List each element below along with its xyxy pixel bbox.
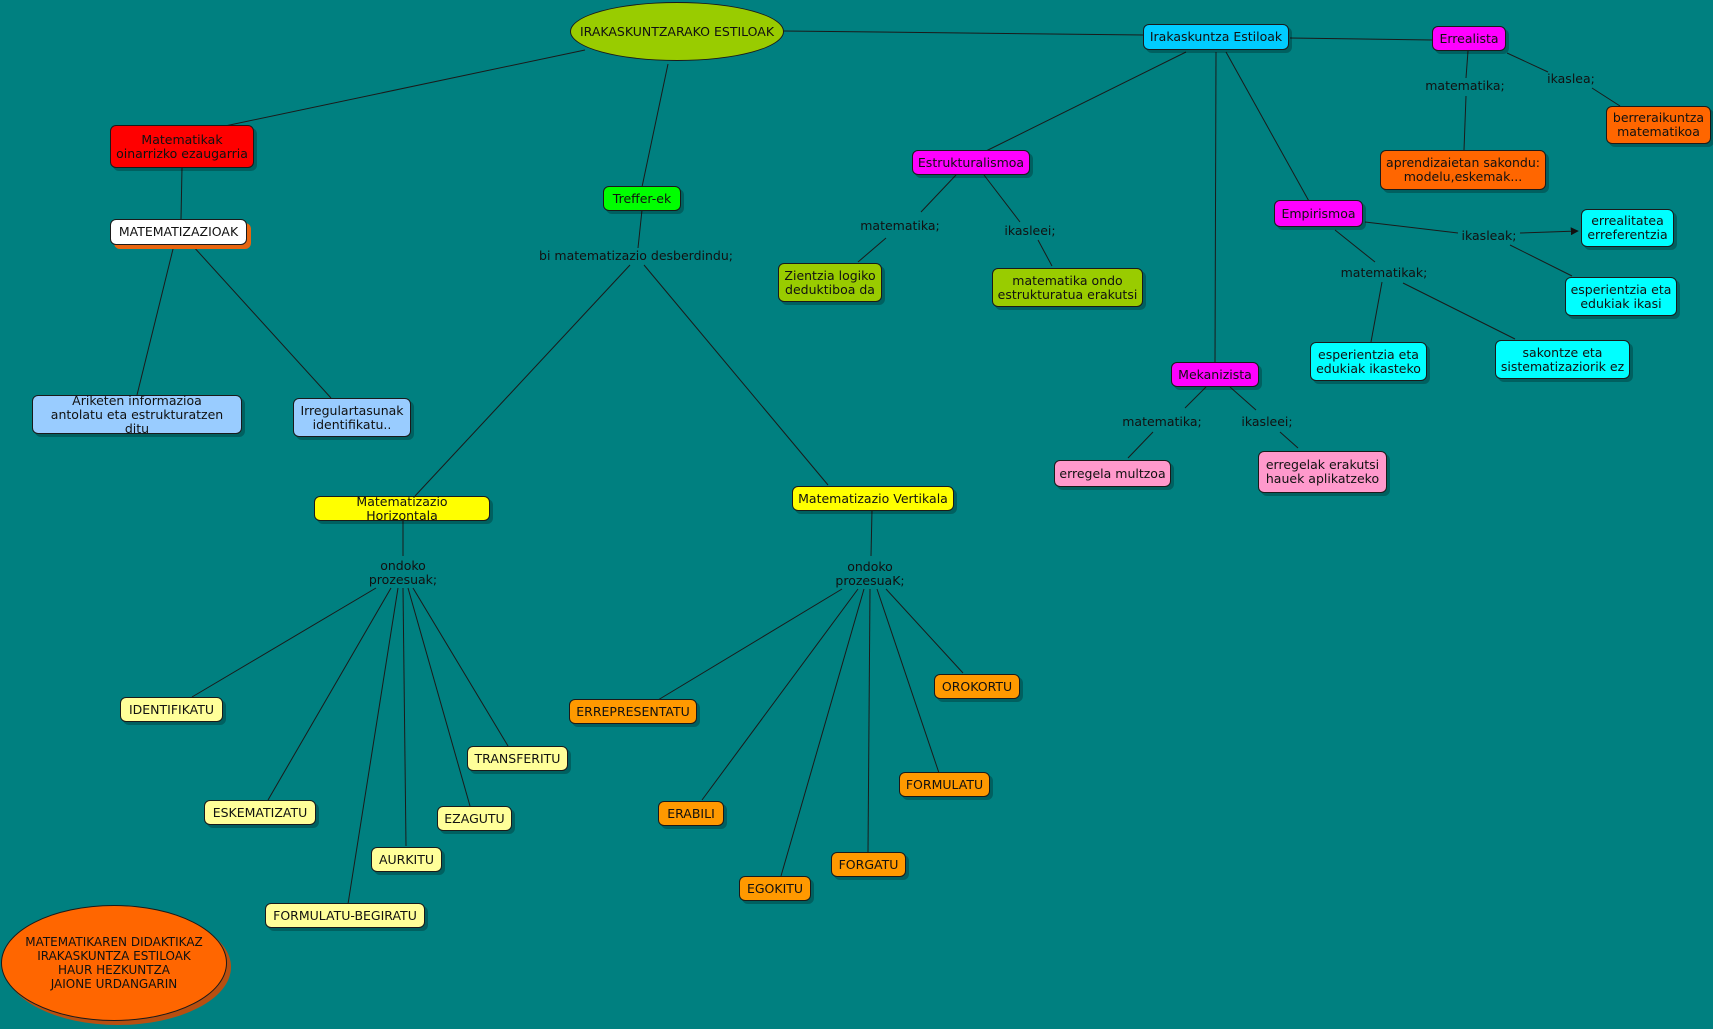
eskematizatu-node[interactable]: ESKEMATIZATU [204, 800, 316, 825]
link-errealista-matematika: matematika; [1425, 78, 1505, 93]
berreraikuntza-node[interactable]: berreraikuntza matematikoa [1606, 106, 1711, 144]
vertikala-node[interactable]: Matematizazio Vertikala [792, 486, 954, 511]
treffer-node[interactable]: Treffer-ek [603, 186, 681, 211]
erregela-node[interactable]: erregela multzoa [1054, 460, 1171, 487]
esperientzia-ikasteko-node[interactable]: esperientzia eta edukiak ikasteko [1310, 342, 1427, 381]
matematikak-node[interactable]: Matematikak oinarrizko ezaugarria [110, 125, 254, 168]
identifikatu-node[interactable]: IDENTIFIKATU [120, 697, 223, 722]
empirismoa-node[interactable]: Empirismoa [1274, 200, 1363, 227]
sakontze-node[interactable]: sakontze eta sistematizaziorik ez [1495, 340, 1630, 379]
link-mekanizista-ikasleei: ikasleei; [1241, 414, 1293, 429]
link-empirismoa-matematikak: matematikak; [1340, 265, 1428, 280]
aurkitu-node[interactable]: AURKITU [371, 847, 442, 872]
errealitatea-node[interactable]: errealitatea erreferentzia [1581, 209, 1674, 247]
matematika-ondo-node[interactable]: matematika ondo estrukturatua erakutsi [992, 268, 1143, 307]
orokortu-node[interactable]: OROKORTU [934, 674, 1020, 699]
esperientzia-ikasi-node[interactable]: esperientzia eta edukiak ikasi [1565, 277, 1677, 316]
irakaskuntza-node[interactable]: Irakaskuntza Estiloak [1143, 24, 1289, 50]
irregular-node[interactable]: Irregulartasunak identifikatu.. [293, 398, 411, 437]
forgatu-node[interactable]: FORGATU [831, 852, 906, 877]
estrukturalismoa-node[interactable]: Estrukturalismoa [912, 150, 1030, 175]
footer-title-ellipse: MATEMATIKAREN DIDAKTIKAZ IRAKASKUNTZA ES… [1, 905, 227, 1021]
matematizazioak-node[interactable]: MATEMATIZAZIOAK [110, 219, 247, 245]
erabili-node[interactable]: ERABILI [658, 801, 724, 826]
link-mekanizista-matematika: matematika; [1122, 414, 1202, 429]
erregelak-node[interactable]: erregelak erakutsi hauek aplikatzeko [1258, 451, 1387, 493]
link-errealista-ikaslea: ikaslea; [1547, 71, 1595, 86]
link-ondoko-horizontal: ondoko prozesuak; [368, 558, 438, 587]
mekanizista-node[interactable]: Mekanizista [1171, 362, 1259, 387]
link-bi-matematizazio: bi matematizazio desberdindu; [539, 248, 733, 263]
errealista-node[interactable]: Errealista [1432, 26, 1506, 51]
link-estrukturalismoa-ikasleei: ikasleei; [1004, 223, 1056, 238]
egokitu-node[interactable]: EGOKITU [739, 876, 811, 901]
formulatu-begiratu-node[interactable]: FORMULATU-BEGIRATU [265, 903, 425, 928]
horizontala-node[interactable]: Matematizazio Horizontala [314, 494, 490, 522]
errepresentatu-node[interactable]: ERREPRESENTATU [569, 699, 697, 724]
ariketen-node[interactable]: Ariketen informazioa antolatu eta estruk… [32, 393, 242, 435]
transferitu-node[interactable]: TRANSFERITU [467, 746, 568, 771]
link-ondoko-vertical: ondoko prozesuaK; [835, 559, 905, 588]
ezagutu-node[interactable]: EZAGUTU [437, 806, 512, 831]
zientzia-node[interactable]: Zientzia logiko deduktiboa da [778, 263, 882, 302]
aprendizaietan-node[interactable]: aprendizaietan sakondu: modelu,eskemak..… [1380, 150, 1546, 190]
formulatu-node[interactable]: FORMULATU [899, 772, 990, 797]
root-concept[interactable]: IRAKASKUNTZARAKO ESTILOAK [570, 2, 784, 61]
link-estrukturalismoa-matematika: matematika; [860, 218, 940, 233]
link-empirismoa-ikasleak: ikasleak; [1461, 228, 1517, 243]
